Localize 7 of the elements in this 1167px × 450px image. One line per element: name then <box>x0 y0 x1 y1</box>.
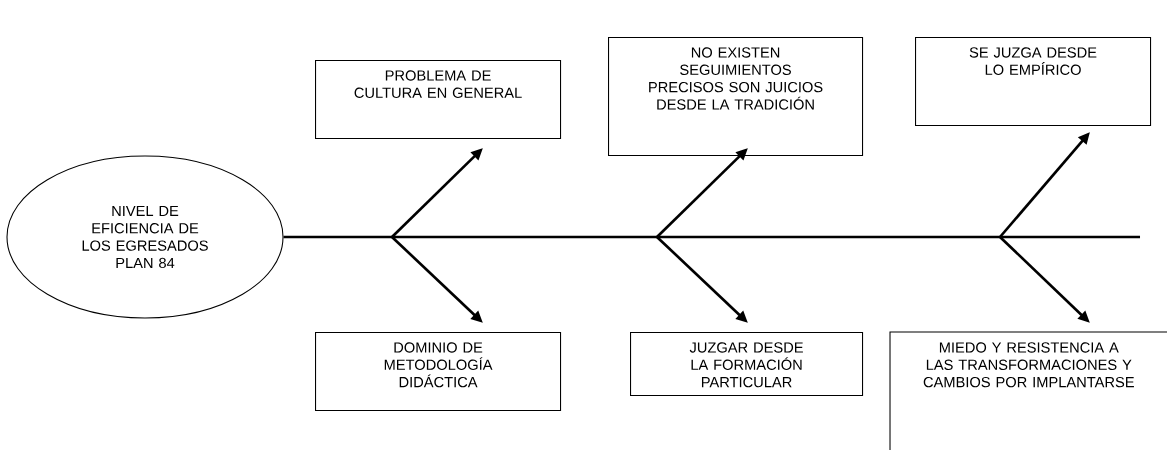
cause-box: SE JUZGA DESDE LO EMPÍRICO <box>915 37 1152 127</box>
cause-box: JUZGAR DESDE LA FORMACIÓN PARTICULAR <box>630 332 864 397</box>
cause-box: NO EXISTEN SEGUIMIENTOS PRECISOS SON JUICIOS DESDE LA TRADICIÓN <box>608 37 864 157</box>
spine-line <box>283 235 1140 239</box>
cause-box: DOMINIO DE METODOLOGÍA DIDÁCTICA <box>315 332 562 412</box>
cause-box: MIEDO Y RESISTENCIA A LAS TRANSFORMACIONES Y CAMBIOS POR IMPLANTARSE <box>889 331 1167 450</box>
cause-box: PROBLEMA DE CULTURA EN GENERAL <box>315 60 562 140</box>
